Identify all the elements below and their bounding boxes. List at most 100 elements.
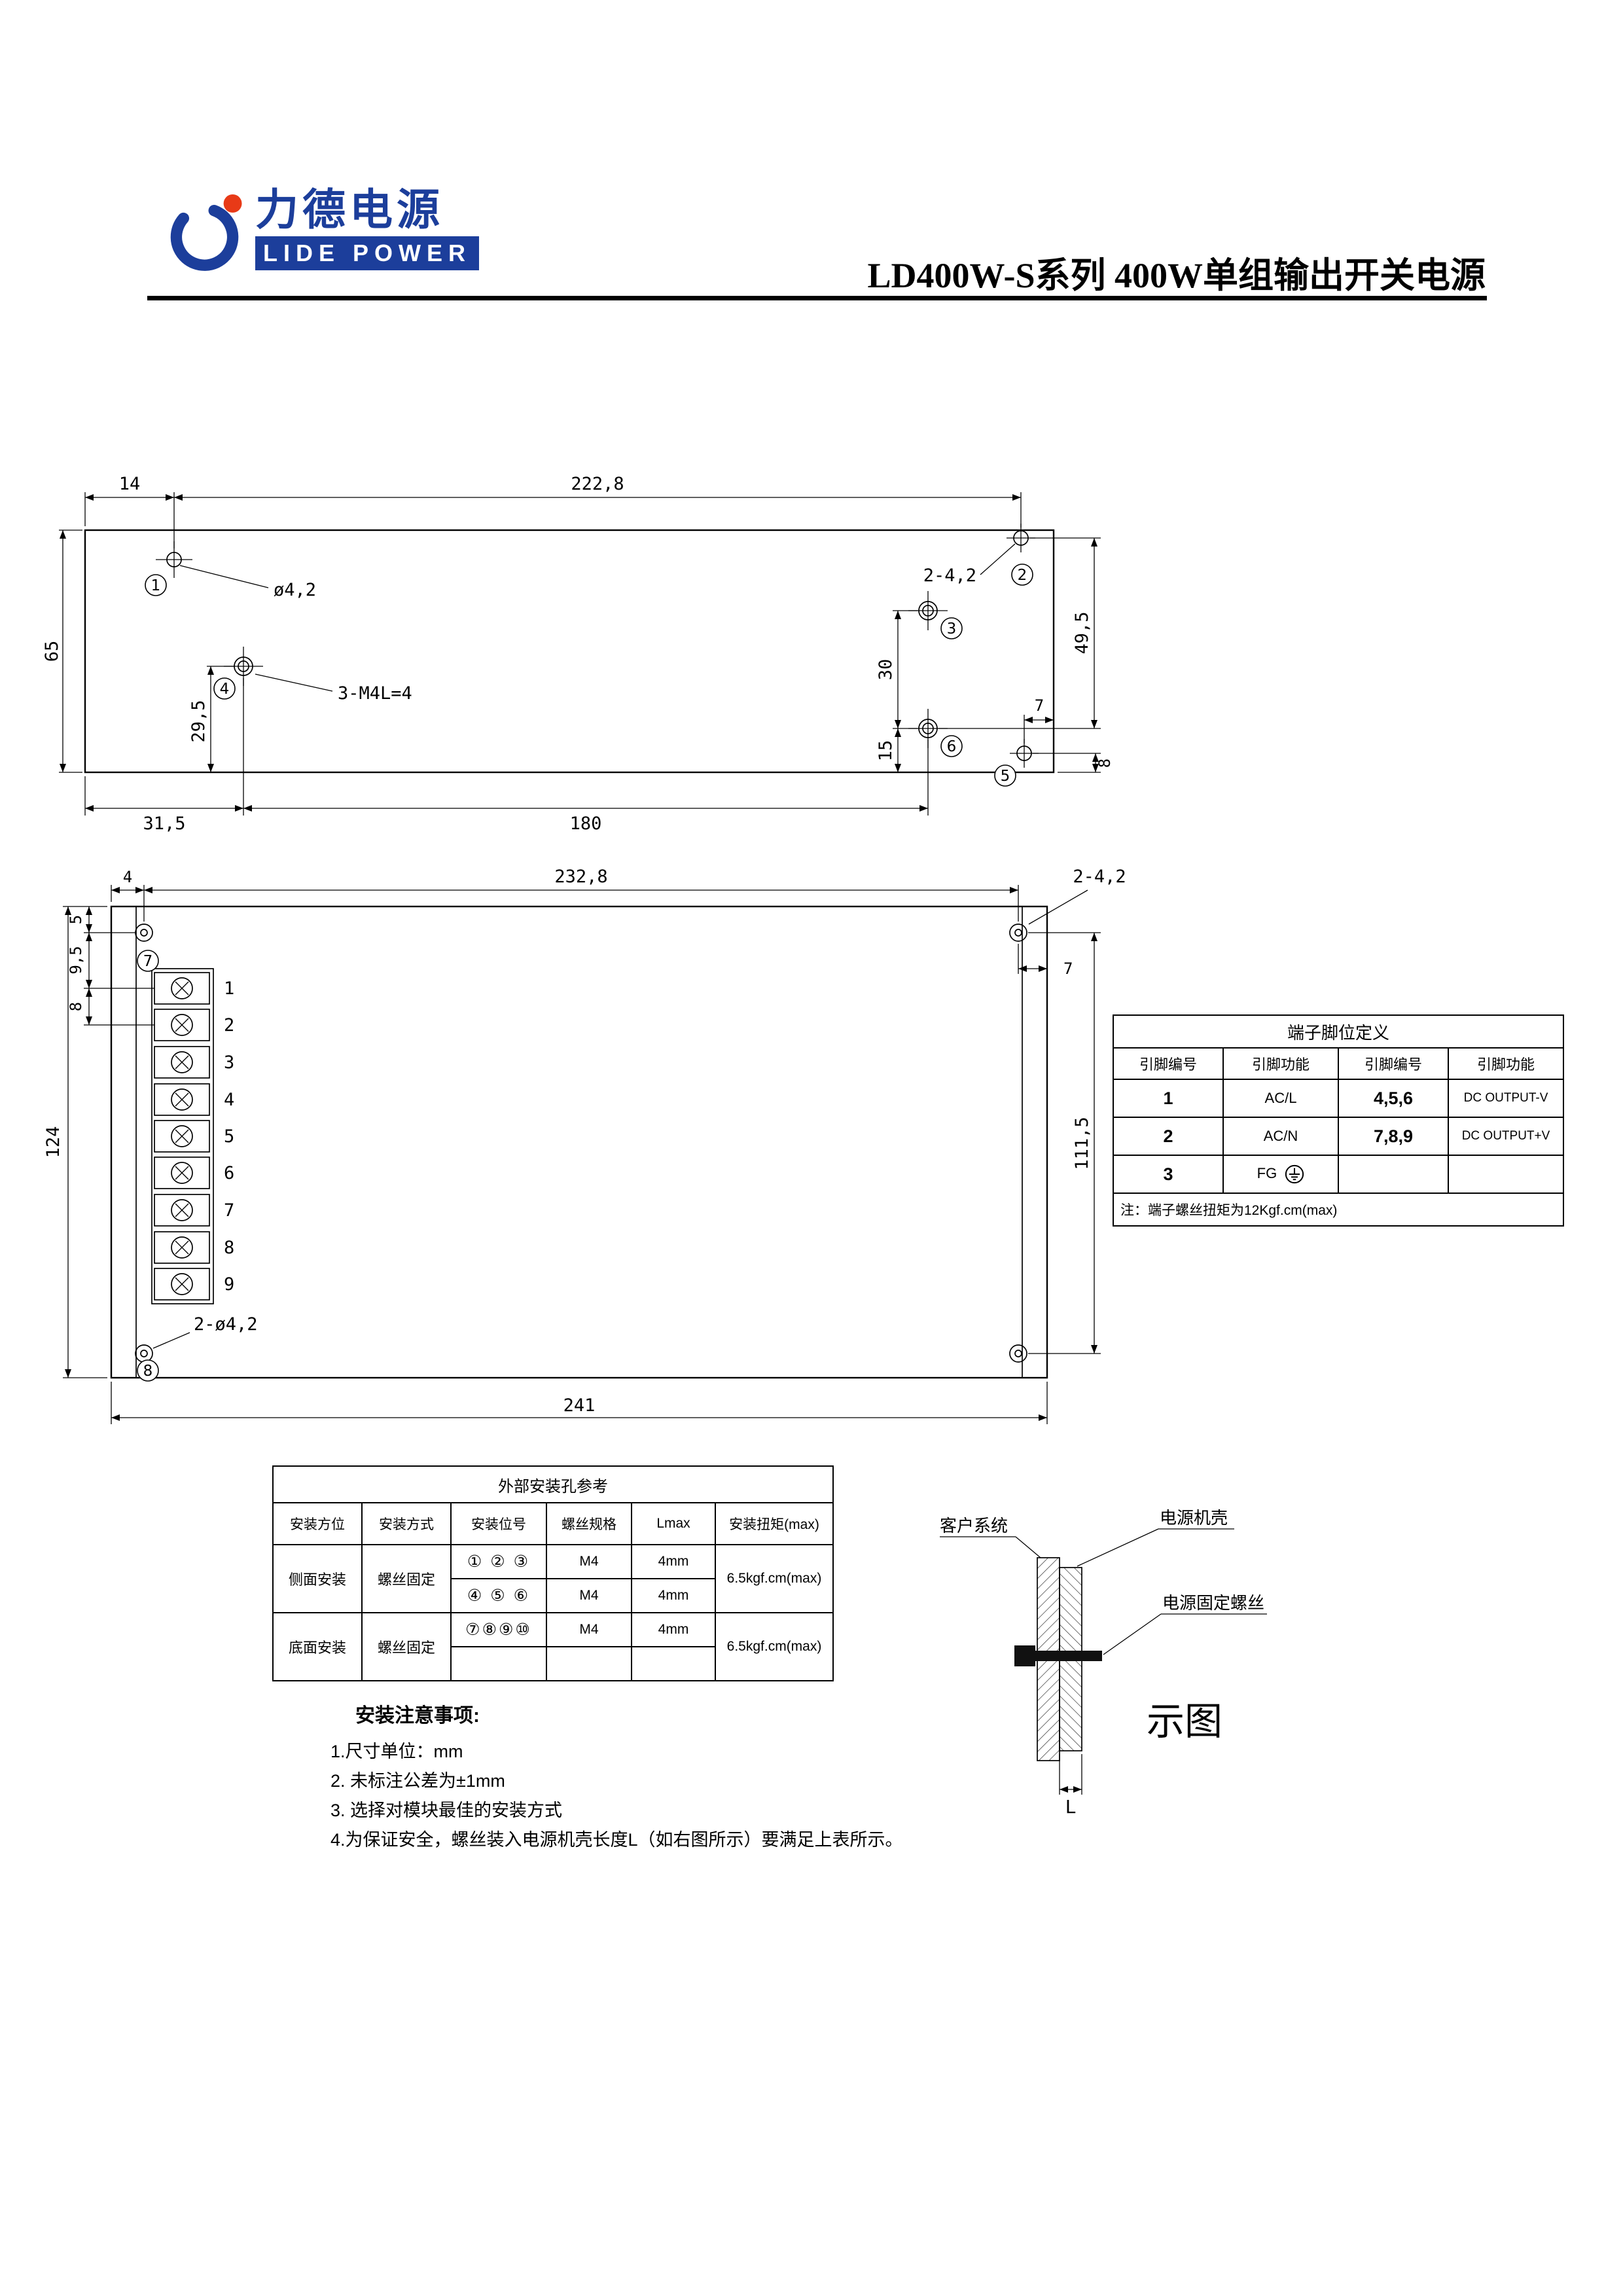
pin-table-note: 注：端子螺丝扭矩为12Kgf.cm(max) [1112, 1193, 1565, 1227]
side-view-drawing: 1 4 2 3 6 5 [42, 474, 1114, 834]
dim-222-8: 222,8 [571, 474, 624, 494]
logo-cn-text: 力德电源 [255, 185, 444, 234]
svg-text:1: 1 [151, 577, 161, 594]
mount-header: 螺丝规格 [546, 1502, 632, 1545]
dim-L: L [1065, 1796, 1077, 1818]
mount-header: 安装位号 [450, 1502, 547, 1545]
dimension-lines [63, 885, 1101, 1424]
screw-lmax: 4mm [631, 1578, 716, 1613]
svg-text:6: 6 [947, 738, 957, 755]
pin-number: 4,5,6 [1338, 1079, 1449, 1118]
terminal-9 [154, 1268, 210, 1300]
terminal-label: 3 [224, 1052, 234, 1073]
svg-text:5: 5 [1001, 768, 1010, 785]
diagram-leaders [940, 1528, 1267, 1795]
pin-function: DC OUTPUT-V [1447, 1079, 1565, 1118]
dim-8: 8 [1096, 759, 1114, 768]
terminal-2 [154, 1009, 210, 1041]
logo-text: 力德电源 LIDE POWER [255, 185, 480, 270]
svg-text:3: 3 [947, 620, 957, 637]
pin-table-title: 端子脚位定义 [1112, 1014, 1565, 1049]
pin-function [1447, 1155, 1565, 1194]
mount-hole-ids: ⑦⑧⑨⑩ [450, 1612, 547, 1647]
corner-hole-bottom-right [1009, 1344, 1027, 1363]
label-customer-system: 客户系统 [940, 1516, 1008, 1535]
earth-ground-icon [1285, 1164, 1304, 1184]
pin-function: DC OUTPUT+V [1447, 1117, 1565, 1156]
mount-header: 安装扭矩(max) [714, 1502, 834, 1545]
corner-hole-top-left [135, 924, 153, 942]
balloon-4: 4 [213, 677, 236, 700]
terminal-block: 1 2 3 4 5 6 7 8 9 [151, 968, 234, 1304]
page-title: LD400W-S系列 400W单组输出开关电源 [867, 256, 1486, 295]
balloon-5: 5 [994, 764, 1016, 787]
pin-function: AC/N [1222, 1117, 1339, 1156]
logo: 力德电源 LIDE POWER [165, 185, 480, 278]
mounting-table: 外部安装孔参考 安装方位 安装方式 安装位号 螺丝规格 Lmax 安装扭矩(ma… [272, 1465, 834, 1681]
terminal-label: 1 [224, 978, 234, 999]
dim-31-5: 31,5 [143, 814, 185, 834]
pin-function: AC/L [1222, 1079, 1339, 1118]
svg-text:7: 7 [143, 953, 153, 970]
pin-number: 1 [1113, 1079, 1224, 1118]
note-item: 3. 选择对模块最佳的安装方式 [330, 1801, 563, 1820]
dim-241: 241 [563, 1395, 596, 1416]
svg-text:8: 8 [143, 1363, 153, 1380]
header-rule [147, 296, 1487, 300]
mount-method: 螺丝固定 [361, 1612, 452, 1681]
mount-header: 安装方式 [361, 1502, 452, 1545]
note-item: 2. 未标注公差为±1mm [330, 1771, 505, 1791]
balloon-8: 8 [137, 1359, 159, 1382]
label-corner-holes: 2-4,2 [923, 565, 976, 586]
pin-table-header: 引脚功能 [1447, 1047, 1565, 1080]
dim-49-5: 49,5 [1072, 611, 1092, 654]
mount-header: Lmax [631, 1502, 716, 1545]
terminal-label: 7 [224, 1200, 234, 1221]
dimension-lines [59, 492, 1101, 816]
dim-4: 4 [123, 868, 132, 886]
corner-hole-bottom-left [135, 1344, 153, 1363]
label-hole-dia: ø4,2 [274, 580, 316, 600]
terminal-8 [154, 1231, 210, 1264]
terminal-7 [154, 1194, 210, 1227]
svg-text:4: 4 [220, 681, 230, 698]
pin-number: 7,8,9 [1338, 1117, 1449, 1156]
dim-180: 180 [570, 814, 602, 834]
terminal-label: 2 [224, 1015, 234, 1035]
diagram-caption: 示图 [1147, 1700, 1222, 1743]
screw-lmax [631, 1646, 716, 1681]
mount-method: 螺丝固定 [361, 1544, 452, 1613]
pin-function-fg: FG [1222, 1155, 1339, 1194]
dim-124: 124 [43, 1126, 63, 1158]
balloon-1: 1 [145, 574, 167, 596]
pin-number: 2 [1113, 1117, 1224, 1156]
svg-text:2: 2 [1018, 567, 1027, 584]
terminal-5 [154, 1120, 210, 1153]
terminal-1 [154, 972, 210, 1005]
pin-number [1338, 1155, 1449, 1194]
mount-torque: 6.5kgf.cm(max) [714, 1612, 834, 1681]
fixing-screw [1014, 1645, 1102, 1666]
dim-232-8: 232,8 [554, 867, 607, 887]
mount-torque: 6.5kgf.cm(max) [714, 1544, 834, 1613]
balloon-3: 3 [940, 617, 963, 639]
dim-14: 14 [119, 474, 141, 494]
dim-9-5: 9,5 [67, 946, 85, 974]
terminal-3 [154, 1046, 210, 1079]
note-item: 1.尺寸单位：mm [330, 1742, 463, 1761]
corner-hole-top-right [1009, 924, 1027, 942]
terminal-label: 5 [224, 1126, 234, 1147]
note-item: 4.为保证安全，螺丝装入电源机壳长度L（如右图所示）要满足上表所示。 [330, 1830, 903, 1850]
screw-spec [546, 1646, 632, 1681]
front-panel-outline [110, 905, 1048, 1379]
screw-spec: M4 [546, 1578, 632, 1613]
pin-table-header: 引脚编号 [1338, 1047, 1449, 1080]
terminal-label: 4 [224, 1090, 234, 1110]
front-view-drawing: 1 2 3 4 5 6 7 8 9 7 8 [43, 867, 1126, 1424]
label-corner-holes: 2-4,2 [1073, 867, 1126, 887]
pin-table-header: 引脚编号 [1113, 1047, 1224, 1080]
balloon-2: 2 [1011, 564, 1033, 586]
dim-65: 65 [42, 641, 62, 662]
logo-icon [170, 194, 242, 271]
